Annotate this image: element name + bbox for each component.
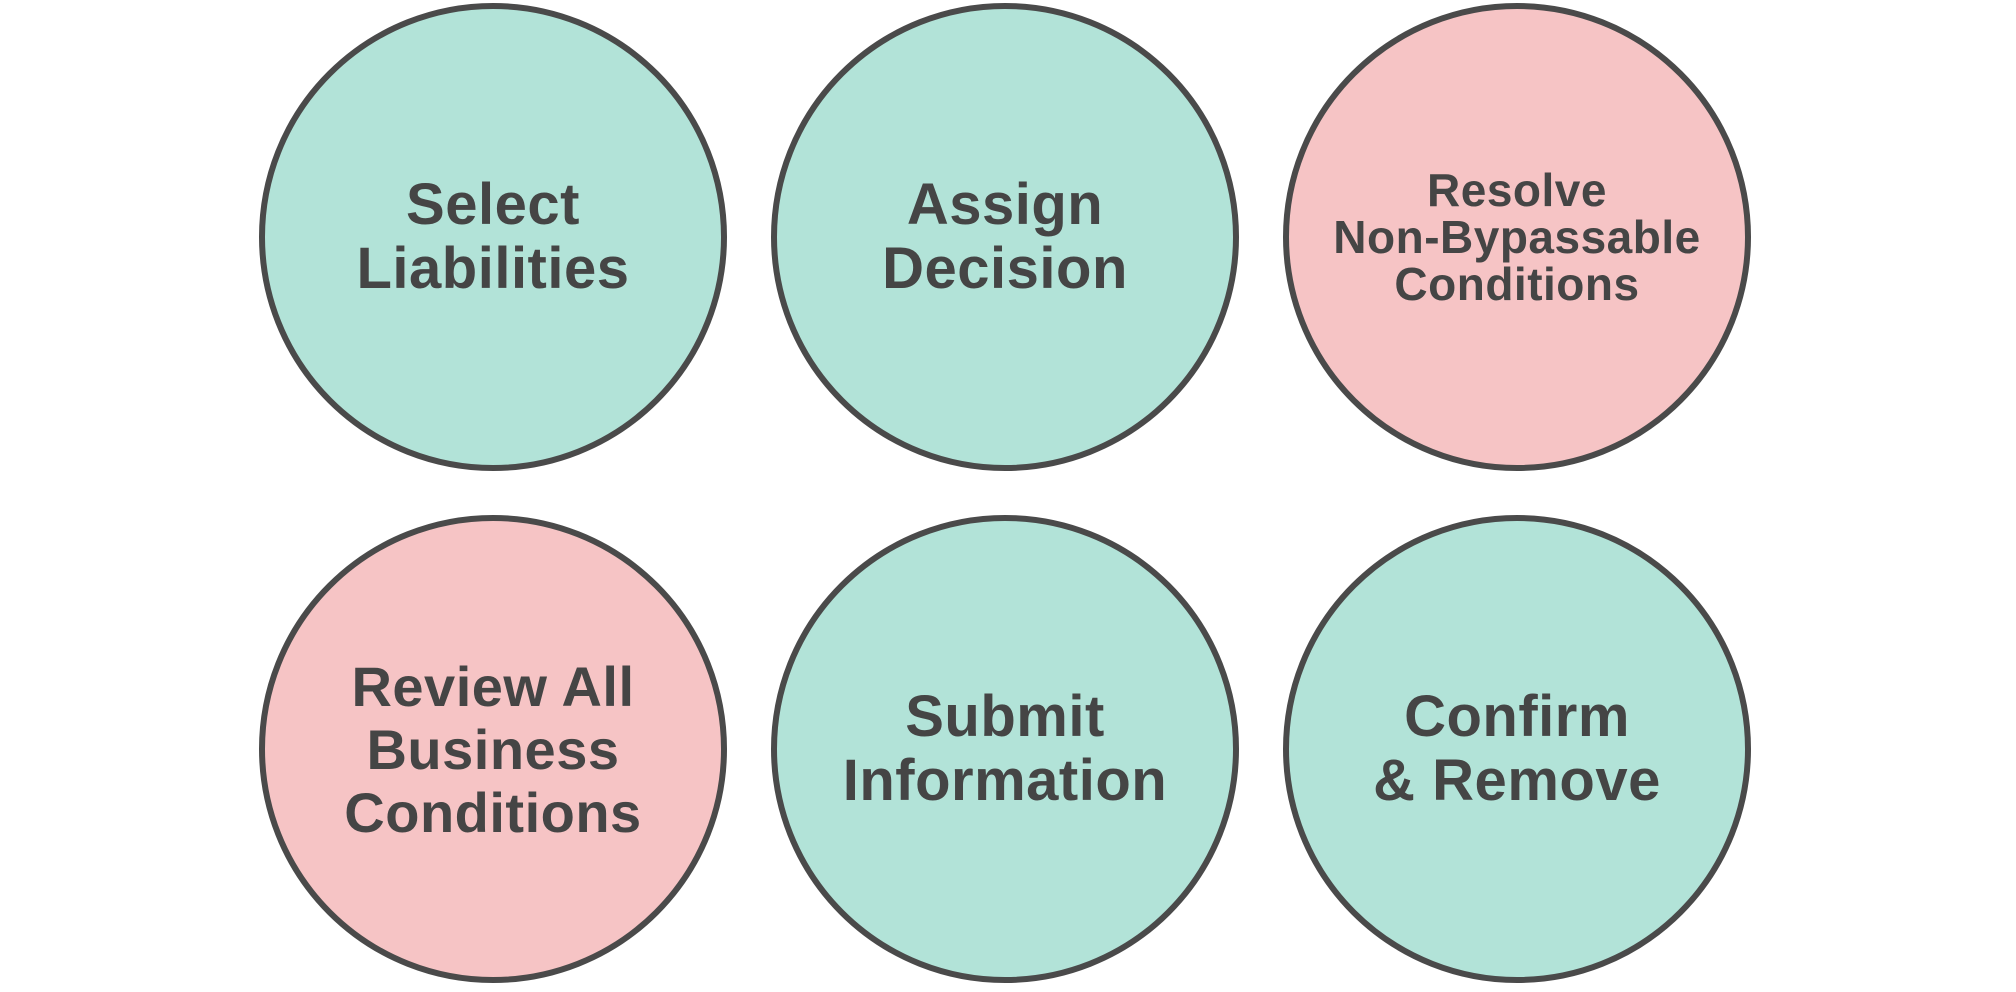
step-label: Resolve Non-Bypassable Conditions	[1333, 163, 1701, 310]
step-label-line: Conditions	[344, 780, 642, 844]
step-label-line: Review All	[351, 654, 635, 718]
step-assign-decision: Assign Decision	[771, 3, 1239, 471]
step-label-line: Liabilities	[356, 236, 630, 301]
step-submit-information: Submit Information	[771, 515, 1239, 983]
step-label-line: Information	[842, 748, 1168, 813]
step-resolve-non-bypassable-conditions: Resolve Non-Bypassable Conditions	[1283, 3, 1751, 471]
step-label-line: Decision	[882, 236, 1128, 301]
step-label: Select Liabilities	[356, 173, 629, 301]
step-select-liabilities: Select Liabilities	[259, 3, 727, 471]
step-review-all-business-conditions: Review All Business Conditions	[259, 515, 727, 983]
step-label-line: Business	[366, 717, 620, 781]
step-label: Review All Business Conditions	[344, 655, 641, 844]
step-label: Submit Information	[843, 685, 1167, 813]
step-label: Assign Decision	[882, 173, 1128, 301]
step-label-line: Confirm	[1404, 684, 1630, 749]
step-confirm-and-remove: Confirm & Remove	[1283, 515, 1751, 983]
step-label-line: & Remove	[1373, 748, 1661, 813]
step-label-line: Submit	[905, 684, 1105, 749]
step-label-line: Non-Bypassable	[1333, 210, 1701, 263]
step-label: Confirm & Remove	[1373, 685, 1661, 813]
step-label-line: Resolve	[1427, 163, 1607, 216]
step-label-line: Assign	[906, 172, 1104, 237]
step-label-line: Conditions	[1394, 257, 1640, 310]
step-label-line: Select	[406, 172, 580, 237]
